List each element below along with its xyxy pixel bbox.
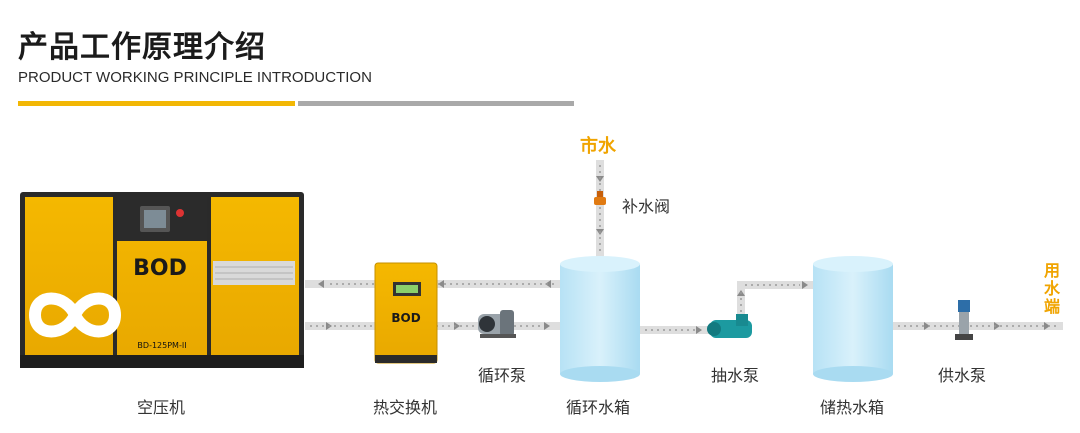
label-city-water: 市水	[580, 136, 616, 157]
label-heat-exchanger: 热交换机	[373, 398, 438, 417]
label-use-water: 用水端	[1044, 261, 1061, 316]
label-draw-pump: 抽水泵	[711, 366, 760, 385]
label-air-compressor: 空压机	[137, 398, 186, 417]
supply-pump-icon	[955, 300, 973, 340]
heat-exchanger	[374, 262, 438, 364]
label-makeup-valve: 补水阀	[622, 197, 671, 216]
label-storage-tank: 储热水箱	[820, 398, 885, 417]
accent-bar	[18, 101, 295, 106]
label-circulation-tank: 循环水箱	[566, 398, 631, 417]
exchanger-brand: BOD	[391, 311, 420, 325]
page-title: 产品工作原理介绍	[18, 30, 266, 65]
makeup-valve-icon	[594, 191, 606, 205]
gray-bar	[298, 101, 574, 106]
circulation-tank	[560, 256, 640, 382]
circulation-pump-icon	[478, 310, 516, 338]
page-subtitle: PRODUCT WORKING PRINCIPLE INTRODUCTION	[18, 69, 372, 86]
storage-tank	[813, 256, 893, 382]
compressor-model: BD-125PM-II	[137, 341, 186, 350]
label-supply-pump: 供水泵	[938, 366, 987, 385]
label-circulation-pump: 循环泵	[478, 366, 527, 385]
draw-pump-icon	[707, 314, 752, 338]
compressor-brand: BOD	[133, 256, 187, 281]
air-compressor	[20, 192, 304, 368]
